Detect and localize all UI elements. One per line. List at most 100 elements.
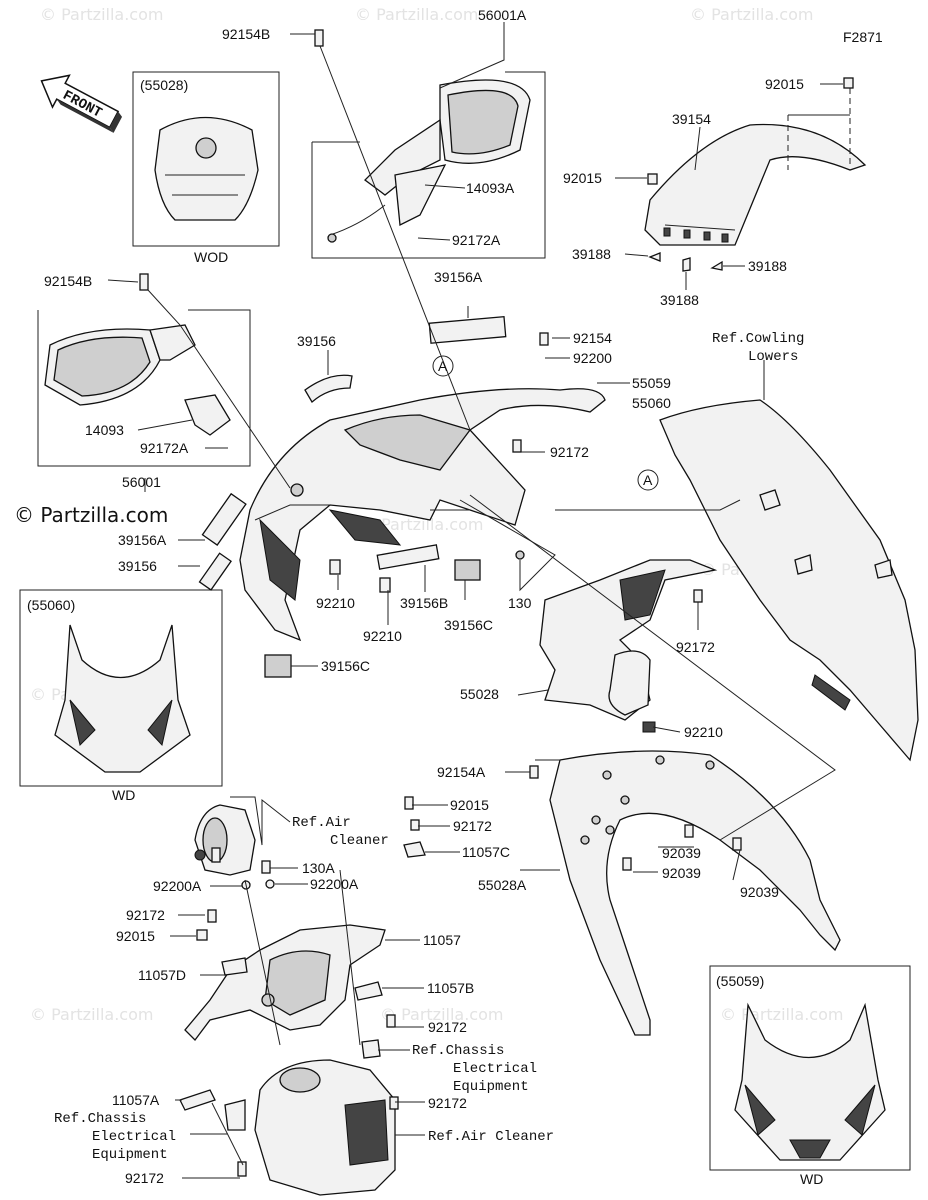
- part-label: 39156C: [444, 617, 493, 633]
- front-arrow-icon: FRONT: [40, 74, 123, 133]
- inset-title: (55059): [716, 973, 764, 989]
- part-label: 92154B: [44, 273, 92, 289]
- part-label: 56001: [122, 474, 161, 490]
- callout-markers: A A: [432, 355, 659, 491]
- watermark: © Partzilla.com: [30, 1005, 153, 1024]
- upper-cowling: [239, 388, 606, 642]
- part-label: 92172: [428, 1019, 467, 1035]
- part-label: 11057A: [112, 1092, 160, 1108]
- part-label: 92172: [126, 907, 165, 923]
- part-label: 14093: [85, 422, 124, 438]
- callout-circle: [637, 469, 659, 491]
- part-label: 130: [508, 595, 532, 611]
- callout-circle: [432, 355, 454, 377]
- part-label: 55028: [460, 686, 499, 702]
- part-label: 92039: [740, 884, 779, 900]
- ref-label: Ref.Chassis: [412, 1043, 504, 1059]
- part-label: 92200: [573, 350, 612, 366]
- part-label: 39156: [118, 558, 157, 574]
- part-label: 92172A: [140, 440, 189, 456]
- side-cowling-lowers: [659, 399, 919, 762]
- part-label: 92039: [662, 845, 701, 861]
- inset-title: (55028): [140, 77, 188, 93]
- part-label: 92172: [453, 818, 492, 834]
- part-label: 92172A: [452, 232, 501, 248]
- inset-caption: WD: [800, 1171, 823, 1187]
- ref-label: Cleaner: [330, 833, 389, 849]
- part-label: 92015: [116, 928, 155, 944]
- ref-label: Lowers: [748, 349, 798, 365]
- part-label: 92172: [428, 1095, 467, 1111]
- inset-title: (55060): [27, 597, 75, 613]
- part-label: 92154: [573, 330, 612, 346]
- air-duct-lower: [254, 1059, 396, 1196]
- watermark-main: © Partzilla.com: [14, 503, 168, 527]
- watermark: © Partzilla.com: [360, 515, 483, 534]
- ref-label: Equipment: [453, 1079, 529, 1095]
- part-label: 11057D: [138, 967, 186, 983]
- ref-label: Equipment: [92, 1147, 168, 1163]
- part-label: 39156A: [434, 269, 483, 285]
- leader-lines: [107, 22, 843, 1179]
- part-label: 92015: [563, 170, 602, 186]
- part-label: 14093A: [466, 180, 515, 196]
- ref-label: Ref.Cowling: [712, 331, 804, 347]
- part-label: 39156A: [118, 532, 167, 548]
- part-label: 11057B: [427, 980, 474, 996]
- part-label: 39156C: [321, 658, 370, 674]
- inset-55059: (55059) WD: [709, 965, 911, 1187]
- part-label: 55059: [632, 375, 671, 391]
- part-label: 39156: [297, 333, 336, 349]
- watermark: © Partzilla.com: [355, 5, 478, 24]
- air-duct-upper: [194, 804, 256, 876]
- inset-caption: WOD: [194, 249, 228, 265]
- part-label: 92015: [765, 76, 804, 92]
- part-label: 92172: [676, 639, 715, 655]
- windscreen: [644, 88, 867, 246]
- part-label: 92154A: [437, 764, 486, 780]
- part-label: 39188: [660, 292, 699, 308]
- watermark: © Partzilla.com: [380, 1005, 503, 1024]
- ref-label: Electrical: [453, 1061, 537, 1077]
- inner-cowling-55028: [539, 559, 718, 721]
- watermark: © Partzilla.com: [690, 5, 813, 24]
- watermark: © Partzilla.com: [40, 5, 163, 24]
- part-label: 92172: [125, 1170, 164, 1186]
- small-hardware: [139, 29, 854, 1177]
- callout-label: A: [438, 358, 448, 374]
- diagram-code: F2871: [843, 29, 883, 45]
- part-labels: 56001A 92154B 92015 39154 92015 14093A 9…: [44, 7, 804, 1186]
- part-label: 55028A: [478, 877, 527, 893]
- inset-55060: (55060) WD: [19, 589, 223, 803]
- watermark: © Partzilla.com: [720, 1005, 843, 1024]
- part-label: 92210: [684, 724, 723, 740]
- part-label: 130A: [302, 860, 335, 876]
- ref-label: Ref.Chassis: [54, 1111, 146, 1127]
- part-label: 39154: [672, 111, 711, 127]
- part-label: 92015: [450, 797, 489, 813]
- callout-label: A: [643, 472, 653, 488]
- part-label: 39188: [748, 258, 787, 274]
- part-label: 92210: [363, 628, 402, 644]
- part-label: 11057: [423, 932, 461, 948]
- part-label: 92154B: [222, 26, 270, 42]
- lower-cowling-55028A: [549, 750, 841, 1036]
- ref-label: Ref.Air: [292, 815, 351, 831]
- part-label: 39156B: [400, 595, 448, 611]
- part-label: 56001A: [478, 7, 527, 23]
- part-label: 11057C: [462, 844, 510, 860]
- ref-label: Ref.Air Cleaner: [428, 1129, 554, 1145]
- part-label: 55060: [632, 395, 671, 411]
- mirror-left-assembly: [37, 309, 251, 467]
- inset-55028: (55028) WOD: [132, 71, 280, 265]
- part-label: 92039: [662, 865, 701, 881]
- part-label: 92200A: [153, 878, 202, 894]
- mirror-right-assembly: [311, 71, 546, 259]
- part-label: 39188: [572, 246, 611, 262]
- ref-label: Electrical: [92, 1129, 176, 1145]
- part-label: 92172: [550, 444, 589, 460]
- stay-bracket-11057: [184, 924, 386, 1041]
- inset-caption: WD: [112, 787, 135, 803]
